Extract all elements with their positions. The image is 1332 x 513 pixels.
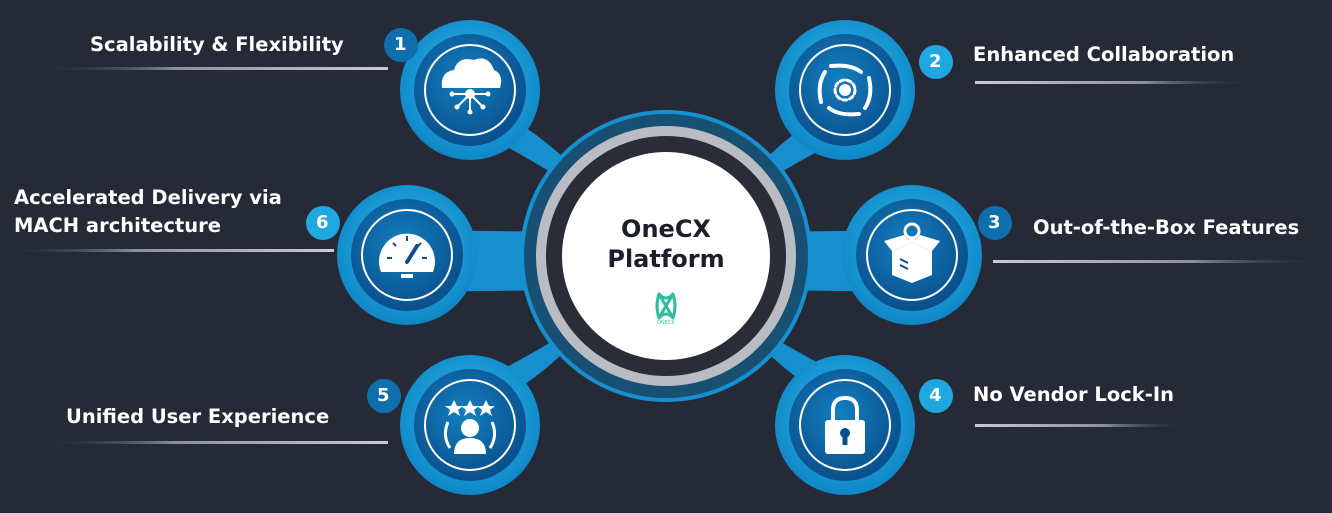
cloud-network-icon bbox=[441, 58, 502, 115]
badge-number-6: 6 bbox=[316, 212, 329, 233]
label-unified-ux: Unified User Experience bbox=[66, 405, 330, 428]
hands-gear-icon bbox=[817, 63, 873, 117]
badge-number-3: 3 bbox=[988, 212, 1001, 233]
badge-number-4: 4 bbox=[929, 385, 942, 406]
idea-box-icon bbox=[884, 222, 940, 283]
label-vendor-lockin: No Vendor Lock-In bbox=[973, 383, 1174, 406]
label-underlines bbox=[4, 67, 1323, 444]
badges bbox=[306, 28, 1012, 413]
badge-number-5: 5 bbox=[377, 385, 390, 406]
label-collaboration: Enhanced Collaboration bbox=[973, 43, 1235, 66]
badge-number-1: 1 bbox=[394, 34, 407, 55]
center-title: OneCX Platform bbox=[568, 214, 764, 274]
label-out-of-box: Out-of-the-Box Features bbox=[1033, 216, 1300, 239]
label-mach-architecture: MACH architecture bbox=[14, 214, 221, 237]
center-title-line1: OneCX bbox=[621, 215, 711, 243]
center-hub bbox=[524, 114, 808, 398]
onecx-logo bbox=[655, 292, 677, 320]
badge-number-2: 2 bbox=[929, 51, 942, 72]
onecx-logo-text: ONECX bbox=[657, 320, 675, 326]
padlock-icon bbox=[825, 395, 865, 454]
user-rating-icon bbox=[443, 400, 497, 454]
label-accelerated-delivery: Accelerated Delivery via bbox=[14, 186, 282, 209]
speedometer-icon bbox=[379, 233, 435, 278]
center-title-line2: Platform bbox=[607, 245, 725, 273]
label-scalability: Scalability & Flexibility bbox=[90, 33, 344, 56]
